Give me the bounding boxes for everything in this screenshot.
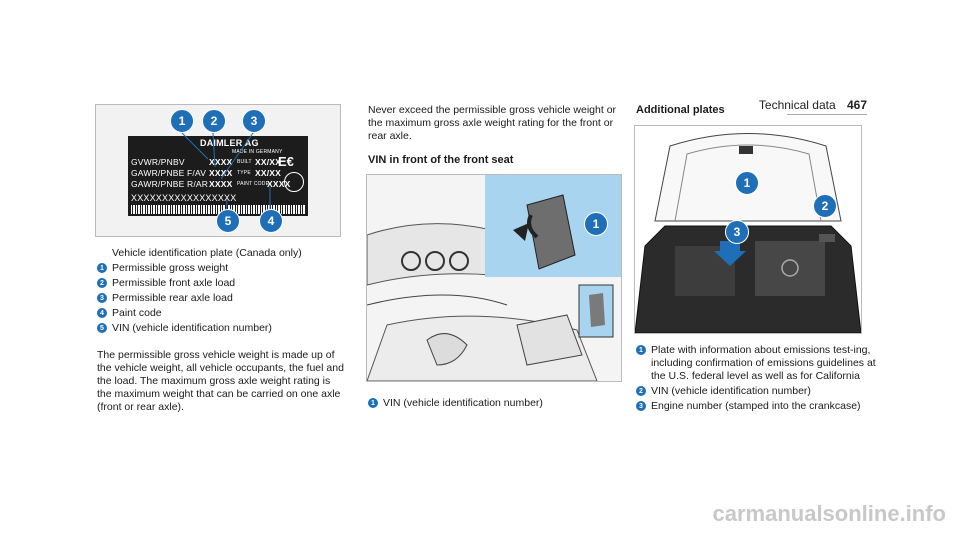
legend-item: 3 Engine number (stamped into the crankc… (636, 400, 891, 413)
callout-2: 2 (813, 194, 837, 218)
vin-inset-panel (485, 175, 621, 277)
callout-2: 2 (202, 109, 226, 133)
callout-3: 3 (725, 220, 749, 244)
watermark: carmanualsonline.info (712, 501, 947, 526)
page-number: 467 (846, 98, 867, 112)
legend-item: 1 Permissible gross weight (97, 262, 347, 275)
vin-seat-legend: 1 VIN (vehicle identification number) (368, 397, 623, 412)
plate-leader-lines (181, 132, 271, 218)
section-title: Technical data (758, 98, 836, 112)
legend-item: 5 VIN (vehicle identification number) (97, 322, 347, 335)
additional-plates-legend: 1 Plate with information about emissions… (636, 344, 891, 415)
barcode-icon (131, 205, 305, 214)
engine-bay-figure: 1 2 3 (634, 125, 862, 334)
legend-item: 3 Permissible rear axle load (97, 292, 347, 305)
legend-item: 1 Plate with information about emissions… (636, 344, 891, 383)
legend-item: 1 VIN (vehicle identification number) (368, 397, 623, 410)
plate-figure: DAIMLER AG MADE IN GERMANY GVWR/PNBV XXX… (95, 104, 341, 237)
legend-item: 2 VIN (vehicle identification number) (636, 385, 891, 398)
callout-1: 1 (584, 212, 608, 236)
legend-item: 2 Permissible front axle load (97, 277, 347, 290)
callout-4: 4 (259, 209, 283, 233)
vin-cover-illustration (513, 194, 576, 270)
vin-seat-figure: 1 (366, 174, 622, 382)
additional-plates-heading: Additional plates (636, 104, 725, 116)
legend-title: Vehicle identification plate (Canada onl… (112, 247, 302, 259)
callout-5: 5 (216, 209, 240, 233)
plate-row-gawr-front: GAWR/PNBE F/AV XXXX TYPE XX/XX (131, 168, 282, 178)
canada-logo: E€ (278, 154, 294, 169)
page-header: Technical data 467 (758, 98, 867, 115)
vin-seat-heading: VIN in front of the front seat (368, 154, 514, 166)
legend-item: 4 Paint code (97, 307, 347, 320)
plate-made-in: MADE IN GERMANY (232, 149, 283, 155)
plate-legend: Vehicle identification plate (Canada onl… (97, 247, 347, 337)
callout-1: 1 (735, 171, 759, 195)
callout-3: 3 (242, 109, 266, 133)
plate-row-gawr-rear: GAWR/PNBE R/AR XXXX PAINT CODE XXXX (131, 179, 291, 189)
header-rule (787, 114, 867, 115)
dashboard-illustration (367, 223, 614, 381)
certification-seal-icon (284, 172, 304, 192)
plate-maker: DAIMLER AG (200, 138, 259, 148)
weight-paragraph: The permissible gross vehicle weight is … (97, 349, 344, 413)
callout-1: 1 (170, 109, 194, 133)
identification-plate: DAIMLER AG MADE IN GERMANY GVWR/PNBV XXX… (128, 136, 308, 216)
weight-warning-text: Never exceed the permissible gross vehic… (368, 104, 617, 142)
plate-vin: XXXXXXXXXXXXXXXXX (131, 193, 237, 203)
plate-row-gvwr: GVWR/PNBV XXXX BUILT XX/XX (131, 157, 282, 167)
